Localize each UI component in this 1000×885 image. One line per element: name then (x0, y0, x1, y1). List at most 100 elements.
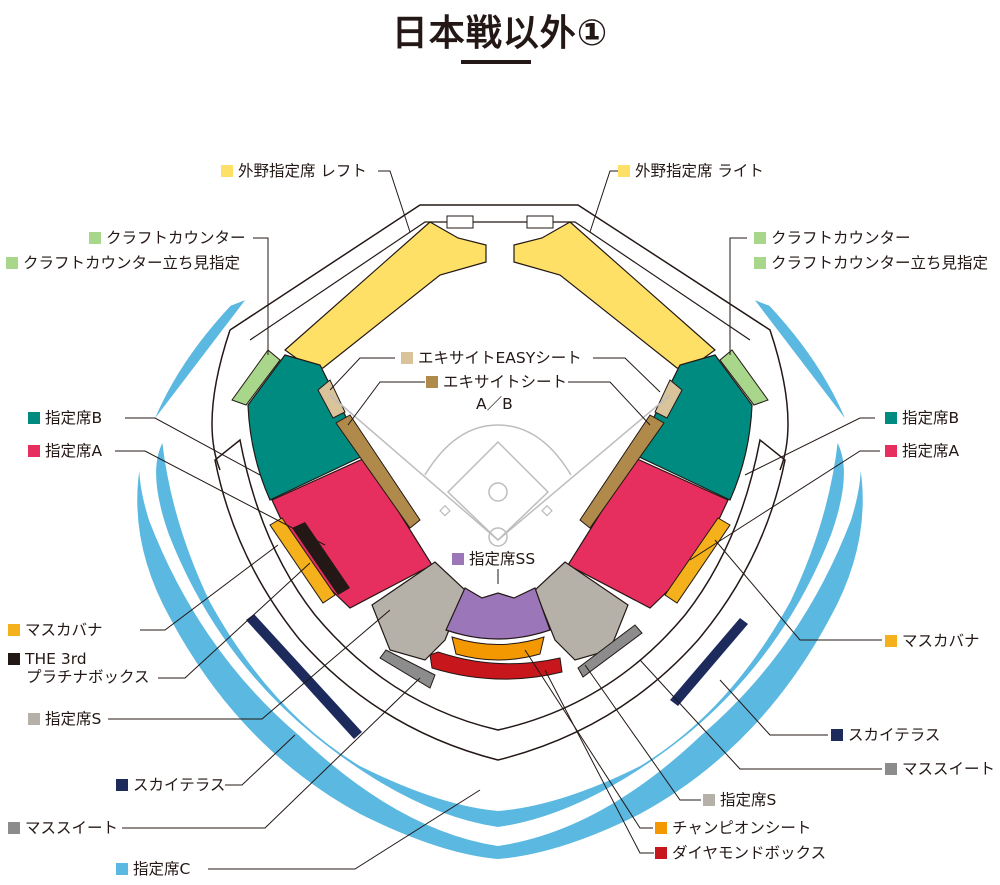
swatch-masukabana (8, 624, 20, 636)
section-masu-suite-right[interactable] (577, 624, 643, 678)
leader-lines (108, 170, 882, 870)
label-text: エキサイトEASYシート (418, 349, 582, 367)
concourse-ring (214, 438, 786, 761)
label-outfield-right: 外野指定席 ライト (618, 162, 764, 180)
infield-diamond (446, 440, 550, 542)
section-excite-right[interactable] (579, 414, 665, 529)
section-excite-easy-left[interactable] (317, 379, 346, 419)
swatch-seat-b (885, 412, 897, 424)
label-text: スカイテラス (133, 776, 226, 794)
section-excite-left[interactable] (335, 414, 421, 529)
swatch-seat-s (703, 794, 715, 806)
label-text: エキサイトシート (443, 373, 568, 391)
label-text: 指定席A (45, 442, 103, 460)
base-third (439, 504, 451, 517)
label-seat-s-left: 指定席S (28, 710, 101, 728)
section-platinum-box[interactable] (292, 522, 350, 595)
label-craft-counter-left: クラフトカウンター (89, 229, 246, 247)
label-text-line2: プラチナボックス (26, 668, 150, 686)
label-outfield-left: 外野指定席 レフト (221, 162, 367, 180)
scoreboard-left (446, 215, 474, 229)
label-sky-terrace-left: スカイテラス (116, 776, 225, 794)
label-text: 外野指定席 レフト (238, 162, 367, 180)
swatch-diamond (655, 847, 667, 859)
page-title: 日本戦以外① (391, 13, 609, 54)
section-diamond-box[interactable] (429, 651, 563, 680)
label-text: THE 3rd (25, 650, 87, 668)
section-craft-right[interactable] (719, 349, 769, 406)
scoreboard-right (526, 215, 554, 229)
swatch-seat-a (28, 445, 40, 457)
label-seat-c: 指定席C (116, 860, 190, 878)
label-text: クラフトカウンター立ち見指定 (23, 254, 241, 272)
section-masukabana-right[interactable] (664, 517, 731, 604)
section-seat-c-outer[interactable] (135, 295, 865, 862)
label-text: チャンピオンシート (672, 819, 812, 837)
label-text: 指定席S (720, 791, 777, 809)
section-champion[interactable] (451, 636, 545, 661)
foul-line-left (329, 394, 499, 541)
label-text: 指定席S (45, 710, 102, 728)
label-text: マススイート (902, 760, 996, 778)
section-masu-suite-left[interactable] (379, 649, 436, 689)
section-excite-easy-right[interactable] (654, 379, 683, 419)
section-outfield-left[interactable] (284, 221, 487, 369)
label-text: マスカバナ (902, 632, 980, 650)
swatch-excite-easy (401, 352, 413, 364)
label-diamond-box: ダイヤモンドボックス (655, 844, 826, 862)
label-text: 指定席B (902, 409, 960, 427)
swatch-craft (754, 232, 766, 244)
swatch-seat-s (28, 713, 40, 725)
label-text: 指定席C (133, 860, 191, 878)
base-first (541, 504, 553, 517)
section-seat-ss[interactable] (445, 587, 551, 640)
swatch-craft (754, 257, 766, 269)
label-text: クラフトカウンター立ち見指定 (771, 254, 989, 272)
label-text: 外野指定席 ライト (635, 162, 764, 180)
label-seat-a-left: 指定席A (28, 442, 102, 460)
swatch-seat-b (28, 412, 40, 424)
label-excite-ab: A／B (476, 395, 513, 413)
label-seat-b-left: 指定席B (28, 409, 102, 427)
swatch-masukabana (885, 635, 897, 647)
title-underline (461, 60, 531, 64)
label-excite-easy: エキサイトEASYシート (401, 349, 582, 367)
label-masukabana-left: マスカバナ (8, 621, 103, 639)
section-seat-s-left[interactable] (371, 561, 466, 661)
label-seat-s-right: 指定席S (703, 791, 776, 809)
infield-arc (424, 424, 572, 476)
upper-ring-inner (249, 221, 751, 341)
swatch-excite (426, 376, 438, 388)
label-text: ダイヤモンドボックス (672, 844, 827, 862)
label-craft-standing-left: クラフトカウンター立ち見指定 (6, 254, 240, 272)
label-text: クラフトカウンター (771, 229, 911, 247)
label-masukabana-right: マスカバナ (885, 632, 980, 650)
label-text: クラフトカウンター (106, 229, 246, 247)
label-seat-b-right: 指定席B (885, 409, 959, 427)
swatch-outfield (221, 165, 233, 177)
label-champion: チャンピオンシート (655, 819, 811, 837)
label-seat-a-right: 指定席A (885, 442, 959, 460)
upper-ring (211, 204, 789, 471)
label-text: マスカバナ (25, 621, 103, 639)
swatch-masu-suite (8, 822, 20, 834)
label-text: マススイート (25, 819, 119, 837)
label-text: 指定席A (902, 442, 960, 460)
section-outfield-right[interactable] (513, 221, 716, 369)
section-craft-left[interactable] (231, 349, 281, 406)
label-seat-ss: 指定席SS (452, 550, 535, 568)
swatch-craft (89, 232, 101, 244)
section-seat-c-inner[interactable] (154, 436, 846, 830)
home-plate-area (488, 527, 508, 547)
swatch-sky-terrace (831, 729, 843, 741)
label-sky-terrace-right: スカイテラス (831, 726, 940, 744)
swatch-sky-terrace (116, 779, 128, 791)
label-masu-suite-left: マススイート (8, 819, 118, 837)
section-sky-terrace-right[interactable] (670, 618, 748, 706)
section-sky-terrace-left[interactable] (246, 614, 362, 739)
label-text: 指定席SS (469, 550, 536, 568)
swatch-platinum (8, 653, 20, 665)
label-craft-counter-right: クラフトカウンター (754, 229, 911, 247)
label-masu-suite-right: マススイート (885, 760, 995, 778)
